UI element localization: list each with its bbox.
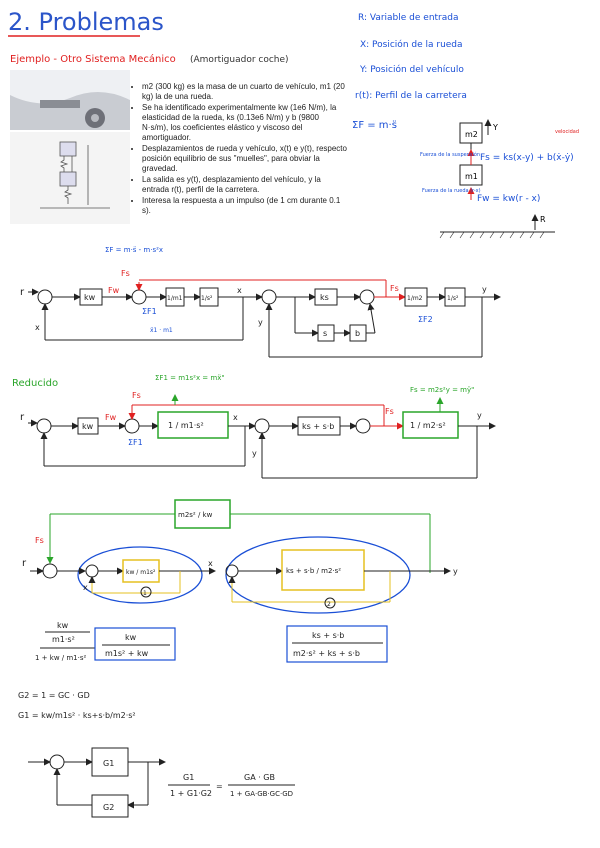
problem-bullet: Interesa la respuesta a un impulso (de 1… (142, 196, 347, 216)
page-title: 2. Problemas (8, 8, 164, 36)
example-subtitle: (Amortiguador coche) (190, 55, 289, 65)
d3-loop1: 1 (143, 590, 147, 597)
legend-x: X: Posición de la rueda (360, 39, 463, 50)
d1-xdd: ẍ1 · m1 (150, 327, 173, 334)
gen-tf2-num: GA · GB (244, 773, 275, 782)
fbd-y: Y (492, 123, 498, 132)
simp-lhs-plus: 1 + kw / m1·s² (35, 654, 87, 662)
d1-x-fb: x (35, 323, 40, 332)
d1-sigma-f1: ΣF1 (142, 307, 157, 316)
reducido-heading: Reducido (12, 378, 58, 389)
d1-b: b (355, 329, 360, 338)
quarter-car-schematic (10, 132, 130, 224)
gen-tf-den: 1 + G1·G2 (170, 789, 212, 798)
d1-s: s (323, 329, 327, 338)
d3-top-block: m2s² / kw (178, 511, 213, 519)
d3-r: r (22, 558, 27, 569)
d1-inv-m1: 1/m1 (167, 295, 183, 302)
simp-rhs-den: m1s² + kw (105, 649, 149, 658)
fbd-velocidad: velocidad (555, 129, 579, 135)
simp-lhs-den: m1·s² (52, 635, 75, 644)
simplification: kw m1·s² 1 + kw / m1·s² = kw m1s² + kw k… (35, 621, 388, 663)
red-kssb: ks + s·b (302, 422, 334, 431)
fbd-fuerza-rueda: Fuerza de la rueda (r-x) (422, 188, 481, 194)
car-photo (10, 70, 130, 130)
legend-newton: ΣF = m·s̈ (352, 120, 397, 131)
d3-fs: Fs (35, 536, 44, 545)
simp-box-den: m2·s² + ks + s·b (293, 649, 360, 658)
block-diagram-full: ΣF = m·s̈ - m·s²x r kw Fw Fs 1/m1 1/s² x… (20, 246, 501, 358)
gen-tf-num: G1 (183, 773, 194, 782)
d3-y: y (453, 567, 458, 576)
free-body-diagram: m2 Y m1 Fs = ks(x-y) + b(ẋ-ẏ) Fw = kw(r … (420, 119, 579, 239)
d1-inv-s2-b: 1/s² (447, 295, 459, 302)
fbd-m1: m1 (465, 172, 478, 181)
gen-eq: = (216, 782, 223, 791)
problem-bullet: Desplazamientos de rueda y vehículo, x(t… (142, 144, 347, 174)
red-eq1: ΣF1 = m1s²x = mẍ" (155, 374, 225, 382)
red-eq2: Fs = m2s²y = mÿ" (410, 386, 474, 394)
red-y: y (477, 411, 482, 420)
d1-x: x (237, 286, 242, 295)
fbd-fs-eq: Fs = ks(x-y) + b(ẋ-ẏ) (480, 153, 574, 163)
red-r: r (20, 412, 25, 423)
d1-ks: ks (320, 293, 329, 302)
d1-kw: kw (84, 293, 96, 302)
d1-inv-s2: 1/s² (201, 295, 213, 302)
d1-fs-a: Fs (121, 269, 130, 278)
block-diagram-reduced: ΣF1 = m1s²x = mẍ" Fs = m2s²y = mÿ" r kw … (20, 374, 496, 479)
fbd-r: R (540, 215, 546, 224)
fbd-fuerza-susp: Fuerza de la suspensión (420, 151, 480, 158)
d3-x: x (83, 583, 88, 592)
red-kw: kw (82, 422, 94, 431)
gen-g2-eq: G2 = 1 = GC · GD (18, 691, 90, 700)
red-y-fb: y (252, 449, 257, 458)
red-m2s2: 1 / m2·s² (410, 421, 446, 430)
d3-x2: x (208, 559, 213, 568)
gen-g1: G1 (103, 759, 114, 768)
legend-rt: r(t): Perfil de la carretera (355, 91, 467, 101)
d1-y: y (482, 285, 487, 294)
red-fs-b: Fs (385, 407, 394, 416)
red-m1s2: 1 / m1·s² (168, 421, 204, 430)
d1-fs-b: Fs (390, 284, 399, 293)
gen-tf2-den: 1 + GA·GB·GC·GD (230, 790, 293, 798)
gen-g2: G2 (103, 803, 114, 812)
d1-y-fb: y (258, 318, 263, 327)
red-sigma-f1: ΣF1 (128, 438, 143, 447)
legend-y: Y: Posición del vehículo (359, 64, 464, 75)
problem-bullet: La salida es y(t), desplazamiento del ve… (142, 175, 347, 195)
problem-bullet: m2 (300 kg) es la masa de un cuarto de v… (142, 82, 347, 102)
red-x: x (233, 413, 238, 422)
fbd-m2: m2 (465, 130, 478, 139)
simp-lhs-num: kw (57, 621, 69, 630)
d1-fw: Fw (108, 286, 120, 295)
d1-inv-m2: 1/m2 (407, 295, 423, 302)
d3-big-block: ks + s·b / m2·s² (286, 567, 341, 575)
problem-bullet: Se ha identificado experimentalmente kw … (142, 103, 347, 143)
general-feedback: G2 = 1 = GC · GD G1 = kw/m1s² · ks+s·b/m… (18, 691, 295, 818)
example-heading: Ejemplo - Otro Sistema Mecánico (10, 53, 176, 65)
d3-kw-block: kw / m1s² (126, 569, 156, 576)
red-fw: Fw (105, 413, 117, 422)
d1-eq-top: ΣF = m·s̈ - m·s²x (105, 246, 163, 254)
simp-box-num: ks + s·b (312, 631, 344, 640)
d1-sigma-f2: ΣF2 (418, 315, 433, 324)
d1-r: r (20, 287, 25, 298)
gen-g1-eq: G1 = kw/m1s² · ks+s·b/m2·s² (18, 711, 136, 720)
fbd-fw-eq: Fw = kw(r - x) (477, 194, 540, 204)
legend-r: R: Variable de entrada (358, 13, 459, 23)
d3-loop2: 2 (327, 601, 331, 608)
red-fs-a: Fs (132, 391, 141, 400)
simp-rhs-num: kw (125, 633, 137, 642)
problem-statement: m2 (300 kg) es la masa de un cuarto de v… (132, 82, 347, 217)
block-diagram-loops: m2s² / kw Fs r kw / m1s² 1 x x ks + s·b … (22, 499, 458, 614)
